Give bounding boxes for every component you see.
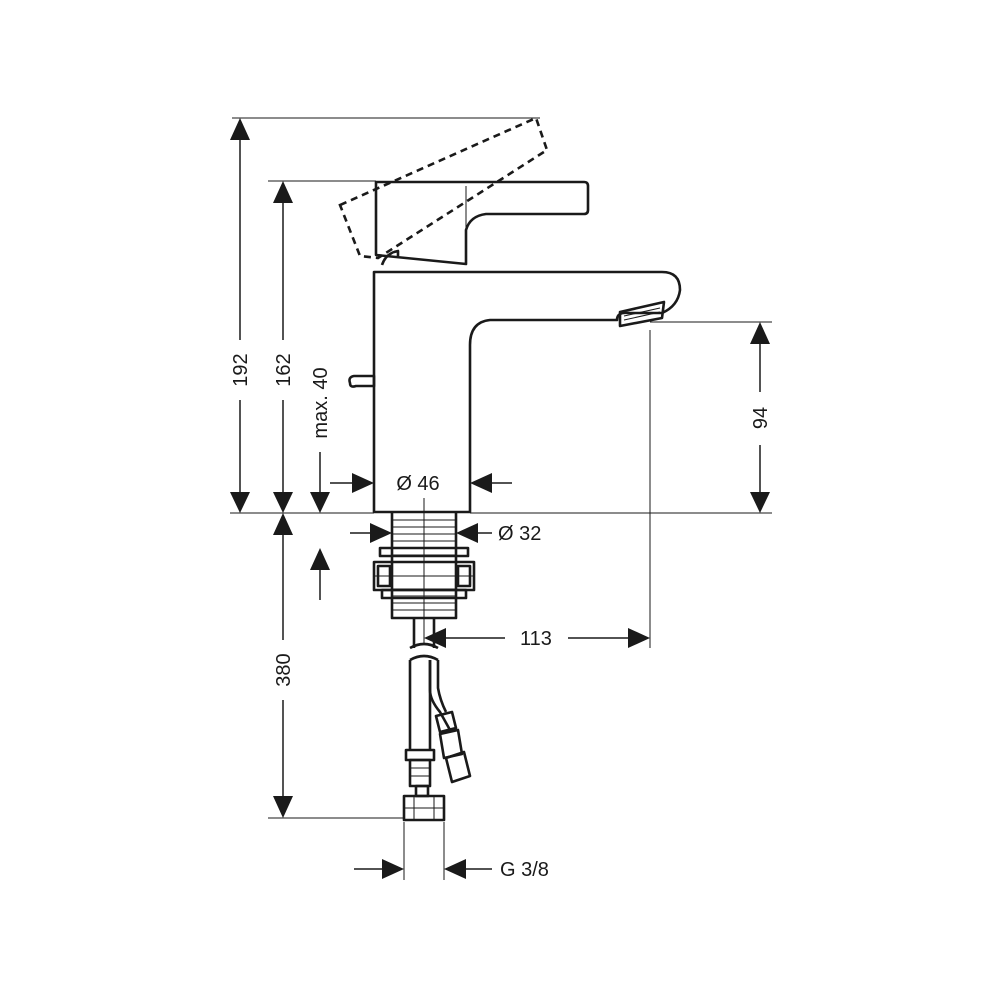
dim-113-label: 113 [520, 628, 552, 650]
dim-192 [230, 118, 250, 513]
dim-380-label: 380 [273, 653, 295, 686]
dim-dia46 [330, 473, 512, 493]
dim-g38 [354, 859, 492, 879]
dim-94 [750, 322, 770, 513]
dim-162 [273, 181, 293, 513]
faucet-body [372, 270, 682, 514]
dim-g38-label: G 3/8 [500, 859, 549, 881]
dim-dia32-label: Ø 32 [498, 523, 541, 545]
dim-max40 [310, 452, 330, 600]
dim-94-label: 94 [750, 407, 772, 429]
dim-113 [424, 628, 650, 648]
pop-up-rod [348, 374, 376, 388]
dim-max40-label: max. 40 [310, 367, 332, 438]
extension-lines [230, 117, 772, 880]
lever-raised-outline [338, 116, 549, 260]
dim-dia46-label: Ø 46 [396, 473, 439, 495]
lever-handle [374, 180, 590, 266]
dim-380 [273, 513, 293, 818]
dim-162-label: 162 [273, 353, 295, 386]
dim-192-label: 192 [230, 353, 252, 386]
dim-dia32 [350, 523, 492, 543]
supply-hoses [402, 618, 472, 822]
